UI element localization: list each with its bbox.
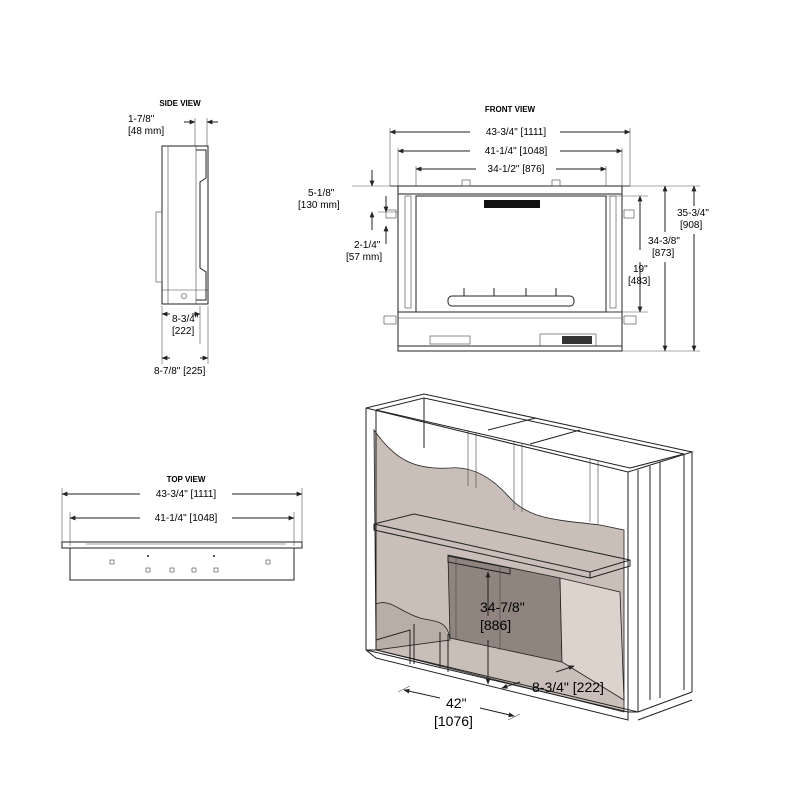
framing-diagram: 34-7/8" [886] 8-3/4" [222] 42" [1076] (365, 393, 694, 729)
front-side-offset-label: 2-1/4" (354, 240, 381, 251)
top-mid-width-label: 41-1/4" [1048] (155, 513, 218, 524)
heater-vent (484, 200, 540, 208)
side-view: SIDE VIEW 1-7/8" [48 mm] 8-3/4" [222] 8-… (128, 99, 218, 377)
front-overall-height-label: 35-3/4" (677, 208, 709, 219)
framing-height-mm: [886] (480, 617, 511, 633)
framing-height-label: 34-7/8" (480, 599, 525, 615)
front-opening-width-label: 34-1/2" [876] (488, 164, 545, 175)
front-opening-height-label: 19" (633, 264, 648, 275)
front-view-title: FRONT VIEW (485, 105, 536, 114)
front-view: FRONT VIEW 43-3/4" [1111] 41-1/4" [1048]… (298, 105, 709, 352)
front-mid-width-label: 41-1/4" [1048] (485, 146, 548, 157)
front-top-offset-mm: [130 mm] (298, 200, 340, 211)
front-view-body (383, 179, 637, 352)
front-overall-height-mm: [908] (680, 220, 702, 231)
side-view-body (155, 145, 209, 305)
front-inner-height-label: 34-3/8" (648, 236, 680, 247)
side-inner-depth-label: 8-3/4" (172, 314, 199, 325)
front-top-offset-label: 5-1/8" (308, 188, 335, 199)
framing-width-mm: [1076] (434, 713, 473, 729)
side-top-depth-mm: [48 mm] (128, 126, 164, 137)
top-overall-width-label: 43-3/4" [1111] (156, 489, 216, 500)
front-side-offset-mm: [57 mm] (346, 252, 382, 263)
framing-depth-label: 8-3/4" [222] (532, 679, 604, 695)
top-view: TOP VIEW 43-3/4" [1111] 41-1/4" [1048] (61, 475, 303, 581)
top-view-title: TOP VIEW (167, 475, 206, 484)
side-overall-depth-label: 8-7/8" [225] (154, 366, 206, 377)
top-view-body (61, 541, 303, 581)
front-opening-height-mm: [483] (628, 276, 650, 287)
front-inner-height-mm: [873] (652, 248, 674, 259)
side-top-depth-label: 1-7/8" (128, 114, 155, 125)
side-view-title: SIDE VIEW (159, 99, 201, 108)
side-inner-depth-mm: [222] (172, 326, 194, 337)
framing-width-label: 42" (446, 695, 467, 711)
front-overall-width-label: 43-3/4" [1111] (486, 127, 546, 138)
